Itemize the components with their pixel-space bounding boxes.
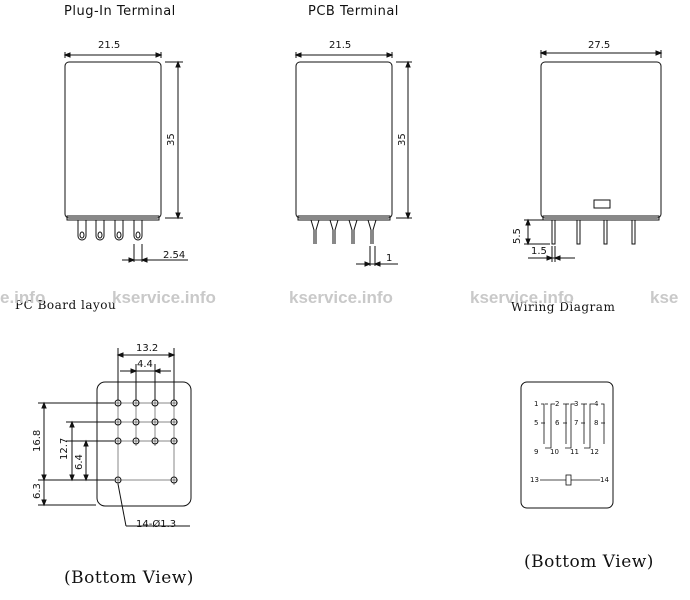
dim-13-2: 13.2 [136, 343, 159, 354]
plug-in-pitch-dim: 2.54 [163, 250, 186, 261]
pcb-holes [114, 398, 178, 485]
pin-12: 12 [590, 448, 599, 456]
pcb-width-dim: 21.5 [329, 40, 352, 51]
wiring-outline [520, 381, 614, 509]
pin-11: 11 [570, 448, 579, 456]
side-pins [524, 218, 636, 262]
pcb-relay-outline [294, 52, 412, 221]
dim-4-4: 4.4 [137, 359, 153, 370]
pin-5: 5 [534, 419, 539, 427]
plug-in-height-dim: 35 [166, 133, 177, 146]
watermark-2: kservice.info [112, 288, 216, 307]
pin-3: 3 [574, 400, 579, 408]
watermark-4: kservice.info [470, 288, 574, 307]
pin-7: 7 [574, 419, 579, 427]
pin-6: 6 [555, 419, 560, 427]
dim-12-7: 12.7 [59, 437, 70, 460]
pin-8: 8 [594, 419, 599, 427]
pcb-pin-dim: 1 [386, 253, 393, 264]
pc-board-caption: (Bottom View) [64, 568, 194, 588]
side-pin-w-dim: 1.5 [531, 246, 547, 257]
pin-13: 13 [530, 476, 539, 484]
watermark-3: kservice.info [289, 288, 393, 307]
plug-in-relay-outline [63, 52, 183, 221]
pcb-layout-outline [38, 348, 192, 527]
pin-10: 10 [550, 448, 559, 456]
side-relay-outline [539, 50, 663, 221]
pcb-title: PCB Terminal [308, 4, 399, 19]
pin-1: 1 [534, 400, 539, 408]
pc-board-title: PC Board layou [15, 298, 117, 312]
pcb-height-dim: 35 [397, 133, 408, 146]
watermark-5: kse [650, 288, 679, 307]
dim-6-3: 6.3 [32, 483, 43, 499]
side-width-dim: 27.5 [588, 40, 611, 51]
pin-9: 9 [534, 448, 539, 456]
dim-6-4: 6.4 [74, 454, 85, 470]
wiring-caption: (Bottom View) [524, 552, 654, 572]
pin-4: 4 [594, 400, 599, 408]
dim-16-8: 16.8 [32, 429, 43, 452]
plug-in-title: Plug-In Terminal [64, 4, 176, 19]
pin-2: 2 [555, 400, 560, 408]
pcb-pins [310, 219, 398, 267]
plug-in-pins [77, 220, 188, 263]
plug-in-width-dim: 21.5 [98, 40, 121, 51]
hole-dim: 14-Ø1.3 [136, 519, 177, 530]
wiring-title: Wiring Diagram [511, 300, 616, 314]
pin-14: 14 [600, 476, 609, 484]
side-pin-len-dim: 5.5 [512, 228, 523, 244]
watermark-1: e.info [0, 288, 46, 307]
